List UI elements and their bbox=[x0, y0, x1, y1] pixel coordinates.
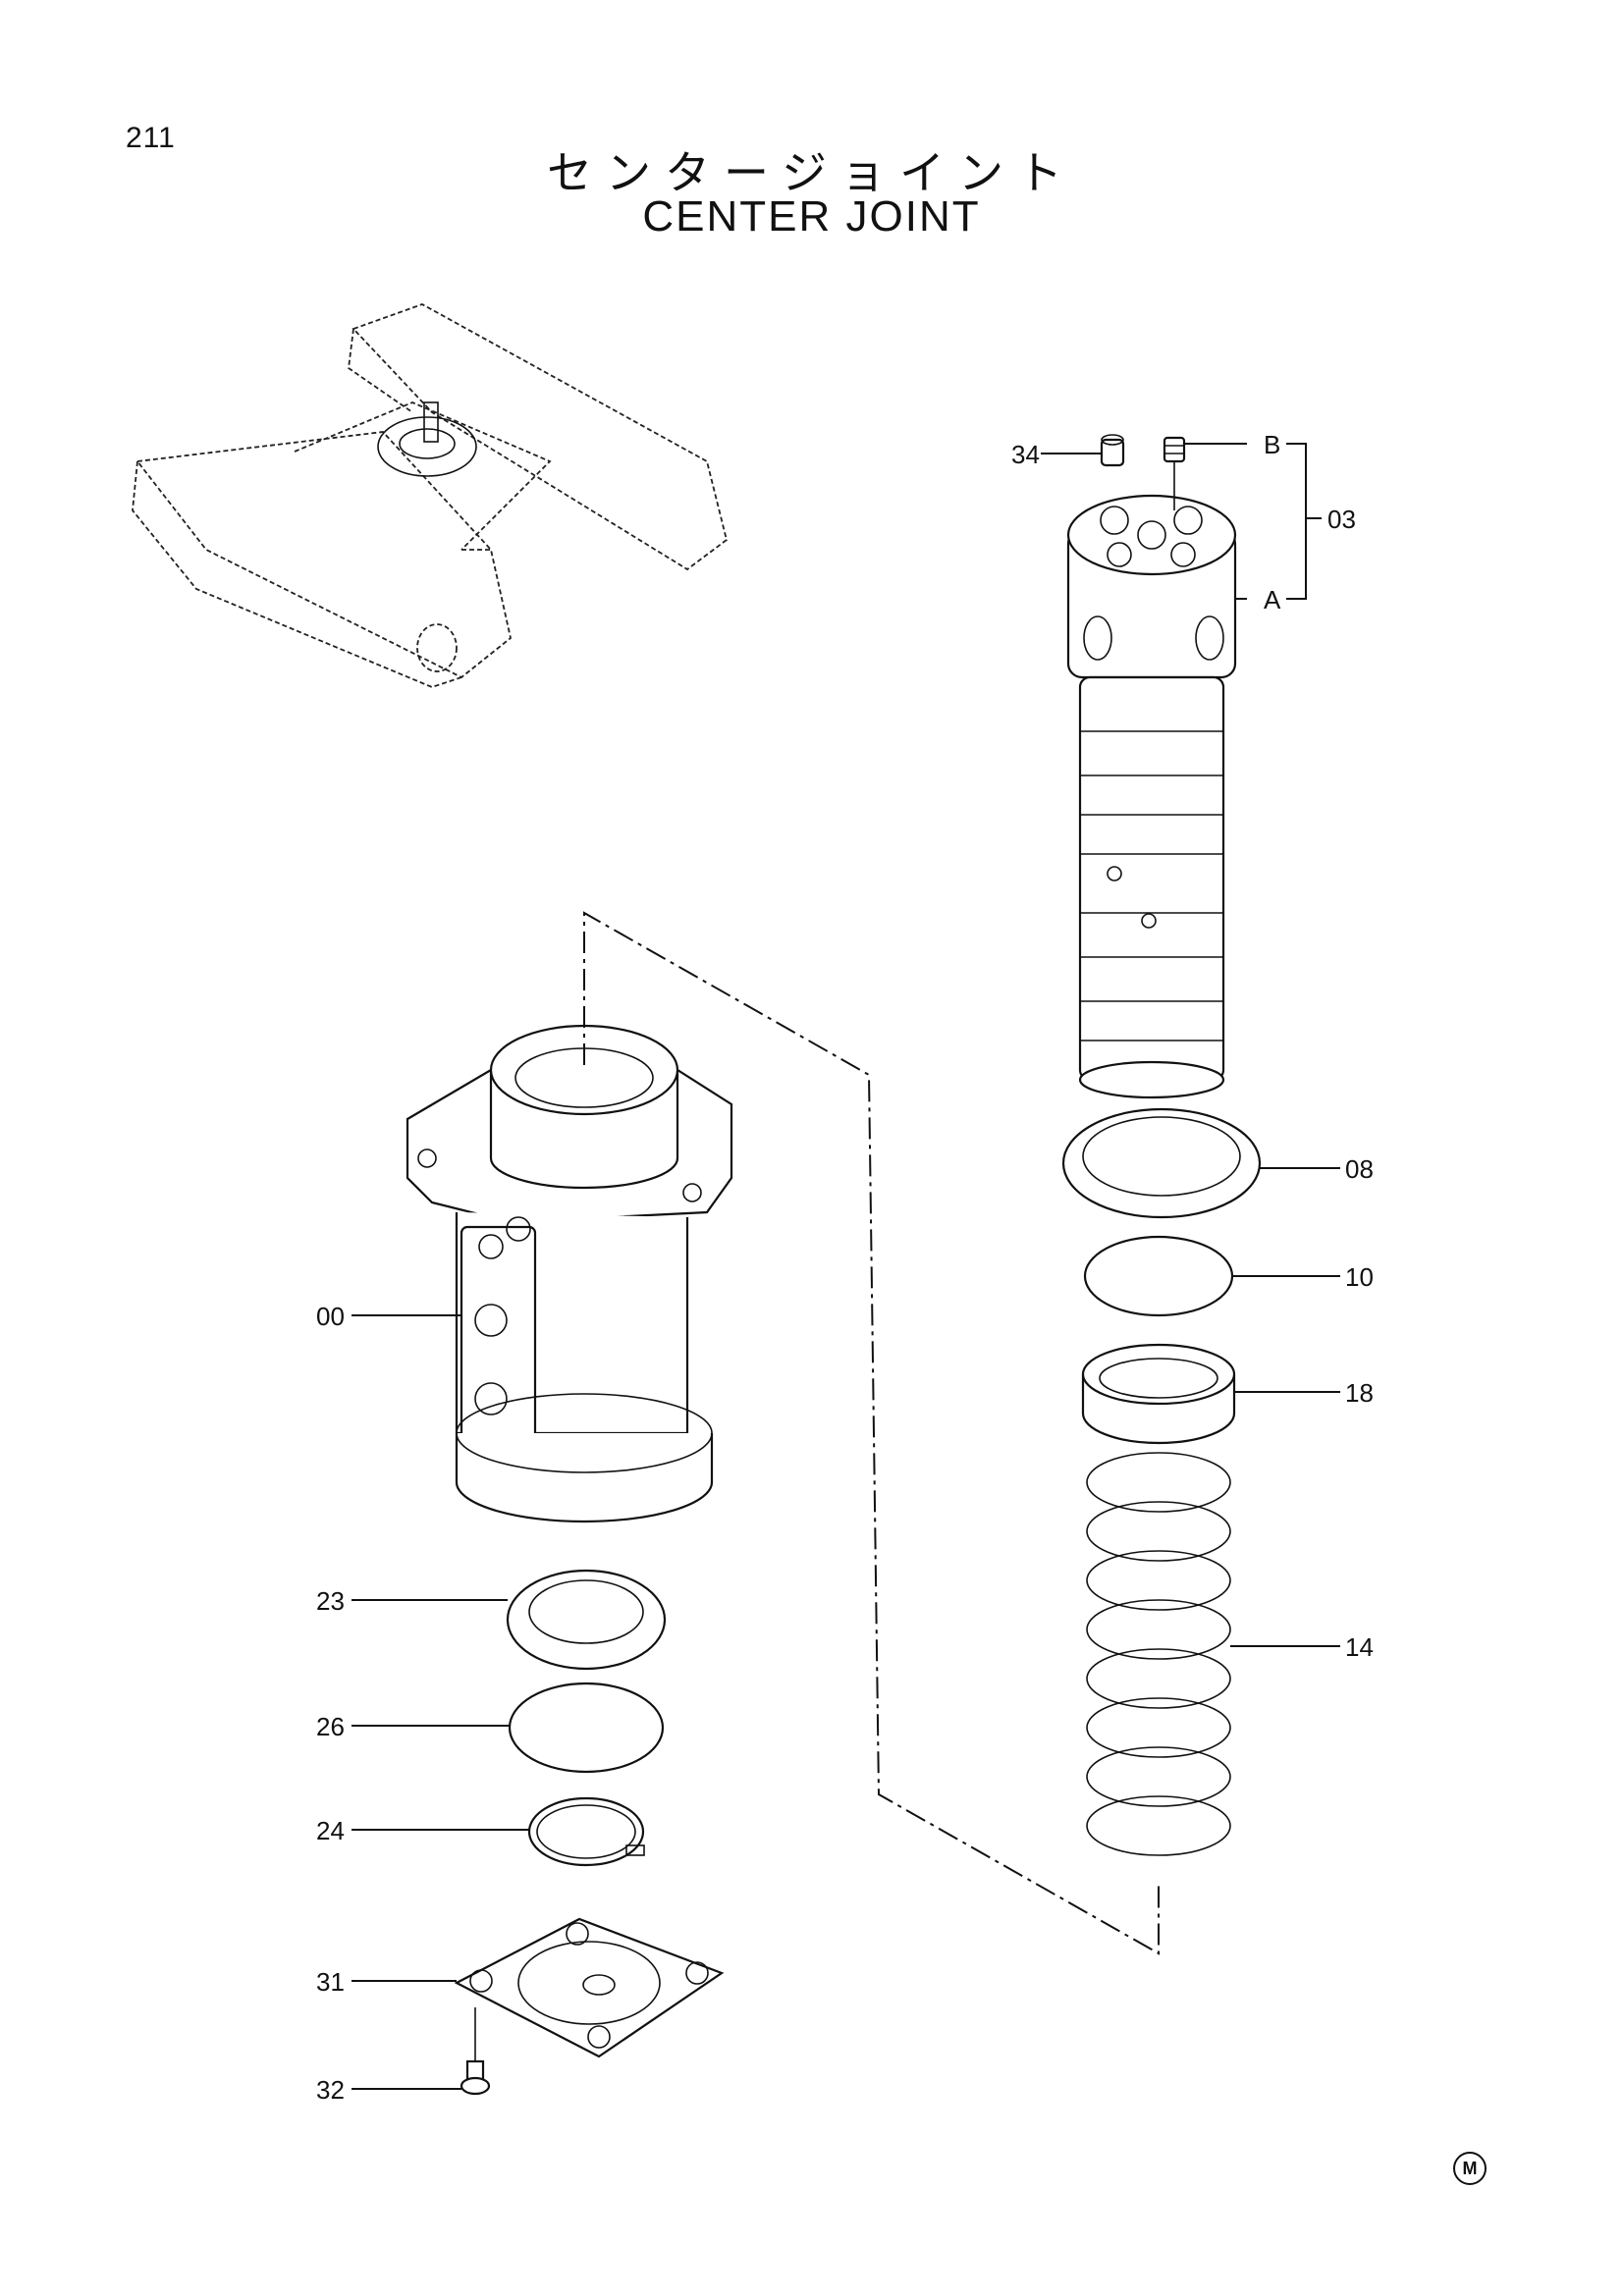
callout-10: 10 bbox=[1345, 1262, 1374, 1292]
callout-00: 00 bbox=[316, 1302, 345, 1331]
callout-23: 23 bbox=[316, 1586, 345, 1616]
ring-23 bbox=[506, 1569, 667, 1671]
seal-08 bbox=[1061, 1107, 1262, 1219]
leader-lines bbox=[352, 443, 1340, 2090]
snap-ring-24 bbox=[527, 1796, 645, 1867]
callout-08: 08 bbox=[1345, 1154, 1374, 1184]
callout-32: 32 bbox=[316, 2075, 345, 2105]
callout-03: 03 bbox=[1327, 505, 1356, 534]
o-ring-10 bbox=[1083, 1235, 1234, 1317]
title-english: CENTER JOINT bbox=[642, 192, 981, 240]
o-ring-26 bbox=[508, 1682, 665, 1774]
assembly-path bbox=[583, 911, 1160, 1955]
plugs bbox=[1100, 434, 1186, 510]
callout-24: 24 bbox=[316, 1816, 345, 1845]
corner-mark: M bbox=[1453, 2152, 1487, 2185]
page-number: 211 bbox=[126, 122, 176, 154]
ring-18 bbox=[1081, 1343, 1236, 1445]
bolt-32 bbox=[460, 2007, 491, 2096]
callout-A: A bbox=[1264, 585, 1281, 614]
callout-14: 14 bbox=[1345, 1632, 1374, 1662]
callout-31: 31 bbox=[316, 1967, 345, 1997]
center-joint-body bbox=[406, 1024, 733, 1523]
title-japanese: センタージョイント bbox=[546, 146, 1077, 199]
cover-31 bbox=[454, 1917, 725, 2058]
seal-stack-14 bbox=[1086, 1452, 1231, 1856]
undercarriage-frame-sketch bbox=[132, 303, 729, 688]
callout-26: 26 bbox=[316, 1712, 345, 1741]
spindle-shaft bbox=[1066, 494, 1237, 1099]
callout-34: 34 bbox=[1011, 440, 1040, 469]
callout-B: B bbox=[1264, 430, 1280, 459]
callout-18: 18 bbox=[1345, 1378, 1374, 1408]
